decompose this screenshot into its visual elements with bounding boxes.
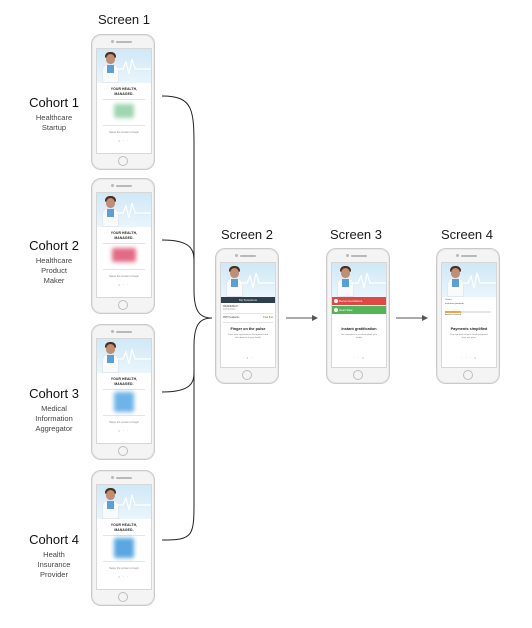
payments-row-premium: Insurance premium bbox=[445, 302, 464, 305]
phone-screen-3: Recommendations Heart Rate Instant grati… bbox=[326, 248, 390, 384]
tagline: YOUR HEALTH,MANAGED. bbox=[110, 231, 138, 240]
cohort-1-logo bbox=[114, 104, 134, 118]
phone-display: YOUR HEALTH,MANAGED. Swipe the screen to… bbox=[96, 48, 152, 154]
page-dots: · · · • bbox=[461, 355, 477, 360]
screen-3-heading: Instant gratification bbox=[341, 327, 377, 331]
recommendations-banner: Recommendations bbox=[332, 297, 386, 305]
screen-1-title: Screen 1 bbox=[97, 12, 151, 27]
phone-display: YOUR HEALTH,MANAGED. Swipe the screen to… bbox=[96, 338, 152, 444]
speaker bbox=[240, 255, 256, 257]
doctor-hero-image bbox=[97, 339, 151, 373]
cohort-3-title: Cohort 3 bbox=[29, 386, 79, 401]
page-dots: • · · bbox=[118, 428, 130, 433]
bracket-tick-3 bbox=[161, 371, 195, 393]
cohort-3-logo bbox=[114, 392, 134, 412]
camera bbox=[111, 476, 114, 479]
phone-display: YOUR HEALTH,MANAGED. Swipe the screen to… bbox=[96, 484, 152, 590]
phone-cohort-2: YOUR HEALTH,MANAGED. Swipe the screen to… bbox=[91, 178, 155, 314]
phone-display: Recommendations Heart Rate Instant grati… bbox=[331, 262, 387, 368]
phone-cohort-1: YOUR HEALTH,MANAGED. Swipe the screen to… bbox=[91, 34, 155, 170]
speaker bbox=[116, 331, 132, 333]
doctor-hero-image bbox=[332, 263, 386, 297]
home-button bbox=[353, 370, 363, 380]
speaker bbox=[116, 41, 132, 43]
cohort-2-title: Cohort 2 bbox=[29, 238, 79, 253]
doctor-hero-image bbox=[442, 263, 496, 297]
arrow-2-3-head bbox=[312, 315, 318, 321]
home-button bbox=[118, 156, 128, 166]
page-dots: · · • bbox=[353, 355, 365, 360]
payment-progress bbox=[445, 311, 491, 313]
swipe-hint: Swipe the screen to begin bbox=[109, 567, 139, 570]
camera bbox=[346, 254, 349, 257]
symptoms-header: My Symptoms bbox=[221, 297, 275, 303]
screen-4-title: Screen 4 bbox=[440, 227, 494, 242]
home-button bbox=[118, 592, 128, 602]
phone-display: Claims Insurance premium Amount covered … bbox=[441, 262, 497, 368]
symptom-value: Feel fine bbox=[263, 316, 273, 319]
page-dots: • · · bbox=[118, 282, 130, 287]
doctor-hero-image bbox=[221, 263, 275, 297]
screen-3-description: Get reminders in real-time about your he… bbox=[340, 334, 378, 339]
page-dots: • · · bbox=[118, 138, 130, 143]
page-dots: • · · bbox=[118, 574, 130, 579]
cohort-4-logo bbox=[114, 538, 134, 558]
swipe-hint: Swipe the screen to begin bbox=[109, 131, 139, 134]
swipe-hint: Swipe the screen to begin bbox=[109, 421, 139, 424]
payments-row-claims: Claims bbox=[445, 299, 452, 301]
page-dots: · • · bbox=[242, 355, 254, 360]
cohort-2-logo bbox=[112, 248, 136, 262]
screen-4-description: Pay and track all your health payments f… bbox=[450, 334, 488, 339]
tagline: YOUR HEALTH,MANAGED. bbox=[110, 523, 138, 532]
home-button bbox=[118, 446, 128, 456]
tagline: YOUR HEALTH,MANAGED. bbox=[110, 87, 138, 96]
camera bbox=[111, 184, 114, 187]
heart-icon bbox=[334, 308, 338, 312]
cohort-3-subtitle: Medical Information Aggregator bbox=[35, 404, 73, 433]
speaker bbox=[116, 185, 132, 187]
cohort-2-subtitle: Healthcare Product Maker bbox=[35, 256, 73, 285]
doctor-hero-image bbox=[97, 49, 151, 83]
speaker bbox=[116, 477, 132, 479]
doctor-hero-image bbox=[97, 485, 151, 519]
screen-2-heading: Finger on the pulse bbox=[230, 327, 266, 331]
cohort-4-title: Cohort 4 bbox=[29, 532, 79, 547]
screen-2-title: Screen 2 bbox=[220, 227, 274, 242]
symptom-row: PRP Headache Feel fine bbox=[223, 316, 273, 319]
screen-2-description: Track your symptoms to find patterns and… bbox=[227, 334, 269, 339]
camera bbox=[456, 254, 459, 257]
drop-icon bbox=[334, 299, 338, 303]
heart-rate-banner: Heart Rate bbox=[332, 306, 386, 314]
screen-4-heading: Payments simplified bbox=[450, 327, 488, 331]
cohort-bracket bbox=[161, 95, 213, 541]
phone-screen-4: Claims Insurance premium Amount covered … bbox=[436, 248, 500, 384]
payments-list: Claims Insurance premium bbox=[445, 299, 493, 306]
camera bbox=[111, 330, 114, 333]
home-button bbox=[242, 370, 252, 380]
screen-3-title: Screen 3 bbox=[329, 227, 383, 242]
tagline: YOUR HEALTH,MANAGED. bbox=[110, 377, 138, 386]
cohort-1-title: Cohort 1 bbox=[29, 95, 79, 110]
speaker bbox=[461, 255, 477, 257]
phone-cohort-3: YOUR HEALTH,MANAGED. Swipe the screen to… bbox=[91, 324, 155, 460]
payment-progress-fill bbox=[445, 311, 462, 313]
camera bbox=[235, 254, 238, 257]
phone-display: YOUR HEALTH,MANAGED. Swipe the screen to… bbox=[96, 192, 152, 298]
cohort-4-subtitle: Health Insurance Provider bbox=[37, 550, 71, 579]
swipe-hint: Swipe the screen to begin bbox=[109, 275, 139, 278]
speaker bbox=[351, 255, 367, 257]
home-button bbox=[463, 370, 473, 380]
phone-cohort-4: YOUR HEALTH,MANAGED. Swipe the screen to… bbox=[91, 470, 155, 606]
home-button bbox=[118, 300, 128, 310]
cohort-1-subtitle: Healthcare Startup bbox=[35, 113, 73, 132]
payments-covered: Amount covered bbox=[445, 314, 461, 316]
doctor-hero-image bbox=[97, 193, 151, 227]
arrow-3-4-head bbox=[422, 315, 428, 321]
bracket-tick-2 bbox=[161, 239, 195, 263]
camera bbox=[111, 40, 114, 43]
